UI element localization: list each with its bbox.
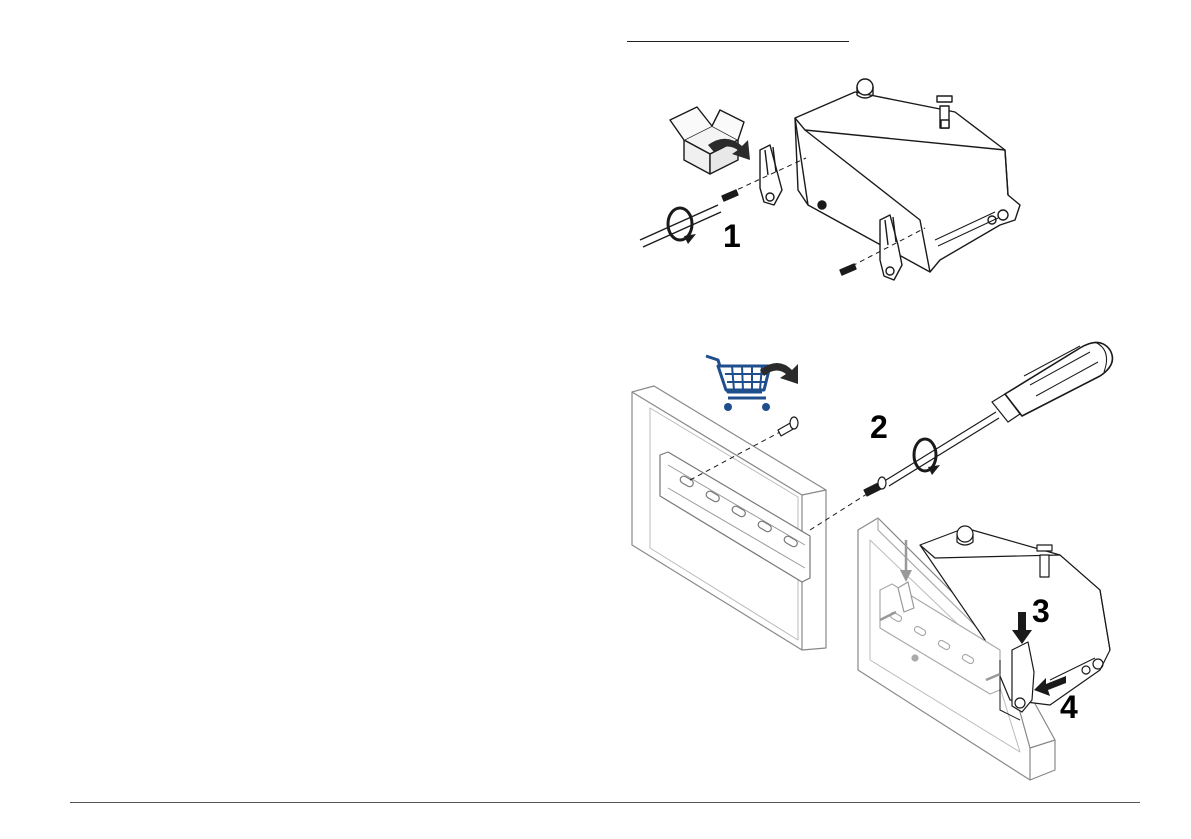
screw-lower bbox=[840, 264, 856, 275]
step-number-3: 3 bbox=[1032, 593, 1050, 629]
rotate-arrow-icon bbox=[914, 439, 940, 475]
step-number-1: 1 bbox=[723, 218, 741, 254]
screw bbox=[778, 417, 798, 436]
step-3-4-illustration: 3 4 bbox=[858, 518, 1110, 780]
screw bbox=[722, 190, 738, 201]
screw-driver-tip bbox=[864, 477, 886, 496]
device-housing bbox=[795, 79, 1020, 272]
step-number-2: 2 bbox=[870, 409, 888, 445]
step-number-4: 4 bbox=[1060, 689, 1078, 725]
step-1-illustration: 1 bbox=[640, 79, 1020, 280]
cart-icon bbox=[706, 356, 770, 411]
screwdriver bbox=[886, 342, 1112, 486]
mounting-bracket bbox=[760, 145, 782, 205]
